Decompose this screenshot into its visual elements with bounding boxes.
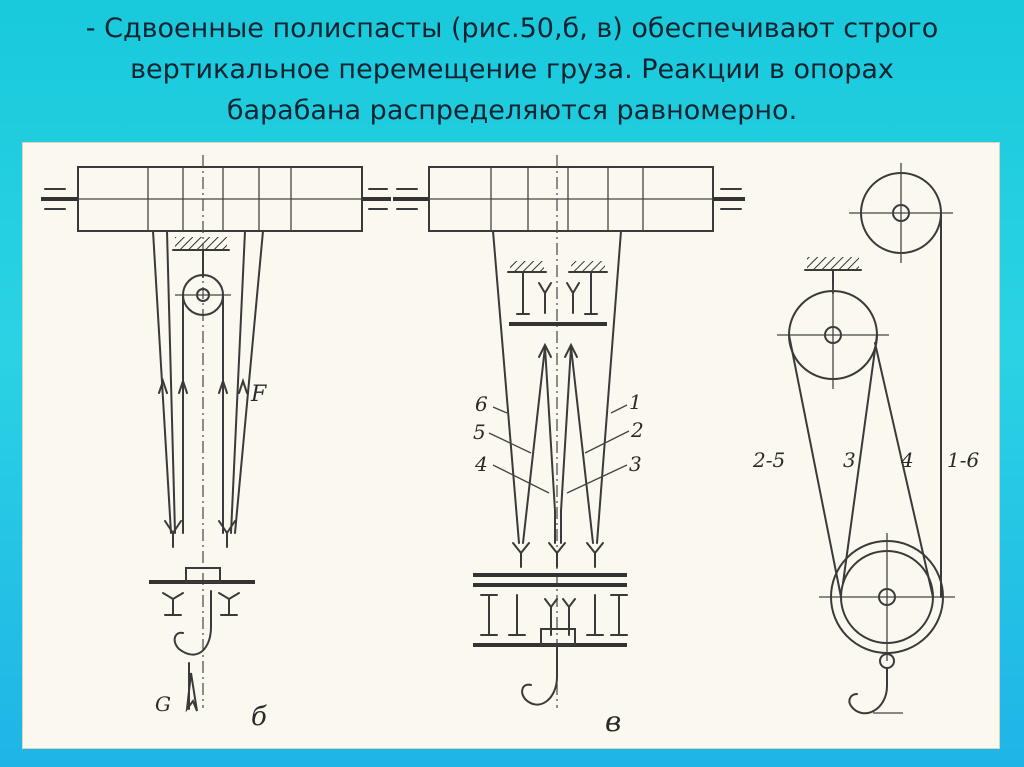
- label-1-6: 1-6: [947, 448, 979, 472]
- label-branch-2: 2: [630, 418, 644, 442]
- label-branch-5: 5: [473, 420, 486, 444]
- label-branch-6: 6: [475, 392, 488, 416]
- hook-block-b: [185, 567, 221, 583]
- hook-b: [173, 590, 212, 656]
- title-line-2: вертикальное перемещение груза. Реакции …: [130, 54, 894, 85]
- label-3: 3: [843, 448, 856, 472]
- hook-v: [521, 644, 558, 706]
- label-4: 4: [900, 448, 914, 472]
- label-force-f: F: [250, 382, 267, 407]
- label-2-5: 2-5: [752, 448, 785, 472]
- title-line-1: - Сдвоенные полиспасты (рис.50,б, в) обе…: [85, 13, 939, 44]
- hook-c: [848, 667, 888, 715]
- label-weight-g: G: [155, 692, 171, 716]
- label-branch-4: 4: [474, 452, 488, 476]
- label-panel-v: в: [605, 705, 621, 738]
- panel-b-diagram: F G б: [41, 155, 391, 732]
- panel-v-diagram: 6 5 4 1 2 3 в: [393, 155, 745, 738]
- label-branch-3: 3: [629, 452, 642, 476]
- title-line-3: барабана распределяются равномерно.: [226, 95, 798, 126]
- slide-title: - Сдвоенные полиспасты (рис.50,б, в) обе…: [0, 8, 1024, 131]
- pulley-diagram-figure: F G б: [22, 142, 1000, 749]
- pulley-diagram-svg: F G б: [41, 155, 979, 738]
- label-branch-1: 1: [629, 390, 642, 414]
- panel-c-diagram: 2-5 3 4 1-6: [752, 163, 979, 715]
- label-panel-b: б: [251, 702, 267, 732]
